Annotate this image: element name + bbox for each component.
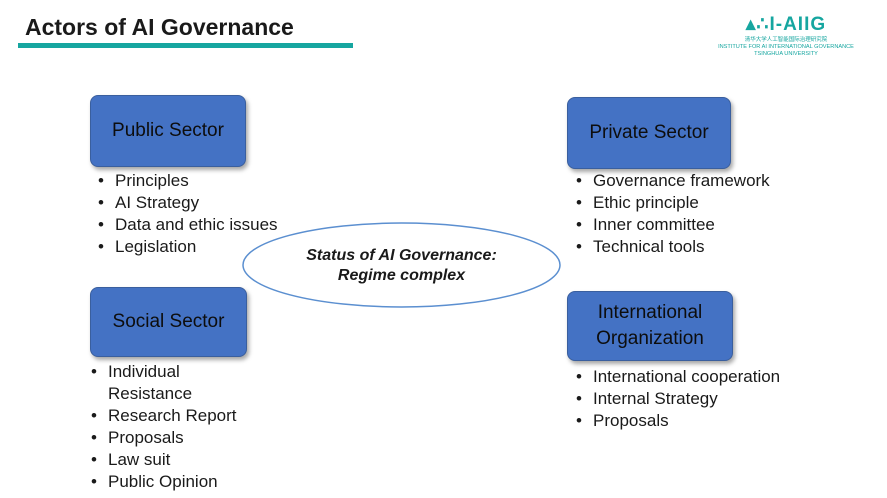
public-sector-label: Public Sector [112,120,224,141]
title-underline [18,43,353,48]
list-item: Inner committee [573,214,770,236]
logo-mark-text: I-AIIG [769,14,827,35]
center-line1: Status of AI Governance: [306,247,497,264]
public-sector-box: Public Sector [90,95,246,167]
list-item: Research Report [88,405,268,427]
list-item: Proposals [573,410,780,432]
private-sector-box: Private Sector [567,97,731,169]
international-org-label-line2: Organization [596,328,704,349]
social-sector-box: Social Sector [90,287,247,357]
list-item: International cooperation [573,366,780,388]
logo-english-line2: TSINGHUA UNIVERSITY [754,50,818,57]
slide-title: Actors of AI Governance [25,14,294,40]
social-sector-label: Social Sector [112,311,225,332]
private-sector-label: Private Sector [589,122,709,143]
list-item: Data and ethic issues [95,214,278,236]
center-ellipse [242,222,561,308]
social-sector-list: Individual Resistance Research Report Pr… [88,361,268,493]
list-item: Law suit [88,449,268,471]
international-org-list: International cooperation Internal Strat… [573,366,780,432]
center-line2: Regime complex [337,267,466,284]
list-item: Legislation [95,236,278,258]
list-item: Public Opinion [88,471,268,493]
private-sector-list: Governance framework Ethic principle Inn… [573,170,770,258]
list-item: Proposals [88,427,268,449]
logo-dots-icon: ▴∴ [745,14,770,35]
center-status-text: Status of AI Governance: Regime complex [241,246,562,286]
public-sector-list: Principles AI Strategy Data and ethic is… [95,170,278,258]
list-item: Internal Strategy [573,388,780,410]
list-item: Technical tools [573,236,770,258]
logo-english-line1: INSTITUTE FOR AI INTERNATIONAL GOVERNANC… [718,44,854,50]
international-org-label-line1: International [597,302,703,323]
i-aiig-logo: ▴∴I-AIIG 清华大学人工智能国际治理研究院 INSTITUTE FOR A… [702,14,870,62]
logo-mark: ▴∴I-AIIG [702,14,870,36]
list-item: Ethic principle [573,192,770,214]
logo-chinese-name: 清华大学人工智能国际治理研究院 [744,37,828,43]
international-organization-box: International Organization [567,291,733,361]
list-item: Individual Resistance [88,361,218,405]
list-item: Governance framework [573,170,770,192]
list-item: Principles [95,170,278,192]
list-item: AI Strategy [95,192,278,214]
